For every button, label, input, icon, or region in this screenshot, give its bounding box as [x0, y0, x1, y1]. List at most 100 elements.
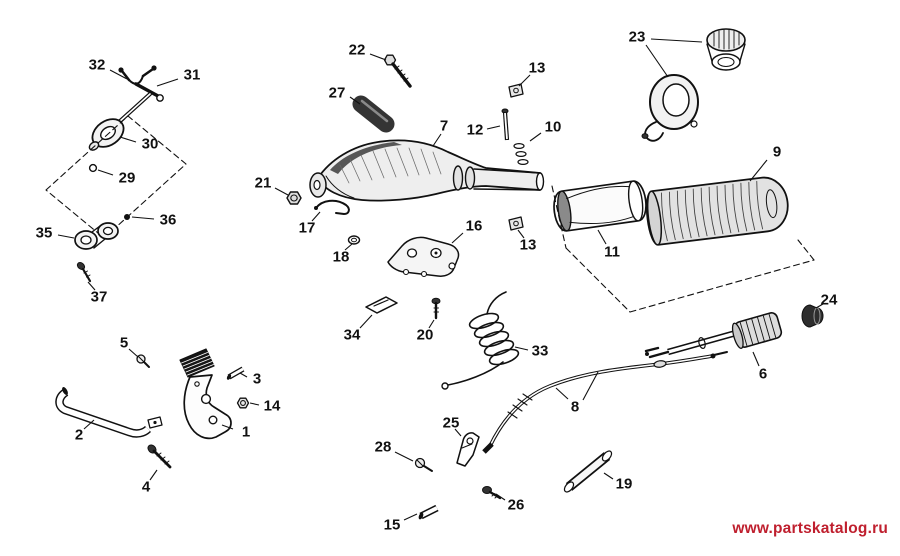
part-wire-clip-17: [314, 199, 350, 215]
callout-10: 10: [545, 119, 562, 136]
callout-2: 2: [75, 427, 83, 444]
part-screw-26: [482, 486, 502, 500]
part-grip-sleeve: [553, 180, 647, 232]
callout-3: 3: [253, 371, 261, 388]
callout-28: 28: [375, 439, 392, 456]
leader-line-32: [109, 69, 128, 80]
callout-13: 13: [520, 237, 537, 254]
part-screw-5: [136, 354, 150, 368]
part-lever-bracket: [179, 348, 232, 440]
part-ring-29: [88, 163, 98, 173]
callout-21: 21: [255, 175, 272, 192]
leader-line-13: [518, 74, 531, 87]
part-nut-21: [286, 191, 302, 205]
leader-line-14: [249, 402, 260, 406]
callout-31: 31: [184, 67, 201, 84]
leader-line-21: [274, 187, 289, 196]
leader-line-12: [486, 125, 501, 130]
part-end-cap-24: [801, 304, 824, 328]
callout-13: 13: [529, 60, 546, 77]
part-pin-3: [226, 366, 245, 380]
leader-line-15: [403, 513, 418, 521]
callout-15: 15: [384, 517, 401, 534]
leader-line-7: [432, 133, 442, 147]
part-pin-15: [418, 504, 439, 520]
callout-36: 36: [160, 212, 177, 229]
dashed-boundary-right: [551, 185, 815, 313]
leader-line-4: [149, 469, 158, 481]
leader-line-17: [311, 211, 321, 222]
callout-8: 8: [571, 399, 579, 416]
part-clip-plate-34: [365, 296, 398, 314]
callout-6: 6: [759, 366, 767, 383]
part-screw-37: [76, 262, 92, 283]
leader-line-2: [83, 419, 95, 430]
callout-17: 17: [299, 220, 316, 237]
part-spring-pin-10: [513, 143, 529, 166]
callout-29: 29: [119, 170, 136, 187]
part-steering-rod: [55, 387, 163, 438]
dashed-boundary-left: [45, 115, 187, 239]
part-throttle-cable: [482, 351, 728, 454]
leader-line-24: [815, 303, 824, 309]
callout-32: 32: [89, 57, 106, 74]
part-nut-13-upper: [508, 83, 524, 98]
callout-37: 37: [91, 289, 108, 306]
callout-25: 25: [443, 415, 460, 432]
leader-line-37: [87, 281, 96, 291]
callout-11: 11: [604, 244, 620, 261]
part-rubber-grip: [645, 176, 789, 246]
callout-30: 30: [142, 136, 159, 153]
leader-line-13: [517, 229, 525, 239]
leader-line-16: [451, 232, 464, 244]
callout-23: 23: [629, 29, 646, 46]
part-screw-4: [147, 444, 172, 469]
part-nut-14: [236, 397, 250, 409]
watermark-link[interactable]: www.partskatalog.ru: [732, 520, 888, 537]
part-throttle-clamp-ring: [641, 74, 699, 142]
callout-33: 33: [532, 343, 549, 360]
part-lever-plate-25: [456, 432, 480, 467]
leader-line-27: [349, 96, 361, 105]
leader-line-18: [344, 243, 353, 251]
leader-line-10: [529, 132, 542, 142]
callout-24: 24: [821, 292, 838, 309]
part-steering-fork: [118, 65, 164, 102]
part-coil-spring: [441, 291, 520, 390]
callout-1: 1: [242, 424, 250, 441]
callout-35: 35: [36, 225, 53, 242]
part-roller-pin-19: [563, 450, 613, 493]
leader-line-36: [131, 216, 155, 220]
part-screw-28: [414, 457, 433, 472]
leader-line-31: [156, 78, 179, 87]
part-throttle-shaft: [644, 312, 783, 359]
part-tiller-handle: [309, 139, 545, 202]
part-stamped-bracket: [387, 236, 460, 278]
callout-7: 7: [440, 118, 448, 135]
leader-line-23: [645, 44, 669, 78]
leader-line-23: [650, 38, 703, 43]
part-cable-clamp: [74, 222, 119, 250]
callout-22: 22: [349, 42, 366, 59]
callout-19: 19: [616, 476, 633, 493]
leader-line-29: [97, 169, 114, 176]
part-link-rod: [117, 92, 152, 124]
callout-12: 12: [467, 122, 484, 139]
callout-34: 34: [344, 327, 361, 344]
callout-4: 4: [142, 479, 151, 496]
leader-line-34: [359, 314, 373, 329]
leader-line-30: [119, 136, 137, 143]
callout-5: 5: [120, 335, 128, 352]
part-nut-13-lower: [508, 216, 524, 231]
leader-line-1: [221, 424, 234, 430]
part-bolt-22: [383, 54, 412, 88]
part-throttle-cap: [706, 28, 746, 71]
callout-27: 27: [329, 85, 346, 102]
leader-line-11: [597, 229, 607, 245]
leader-line-19: [603, 472, 614, 480]
leader-line-9: [749, 159, 768, 182]
leader-line-3: [239, 372, 248, 378]
callout-18: 18: [333, 249, 350, 266]
